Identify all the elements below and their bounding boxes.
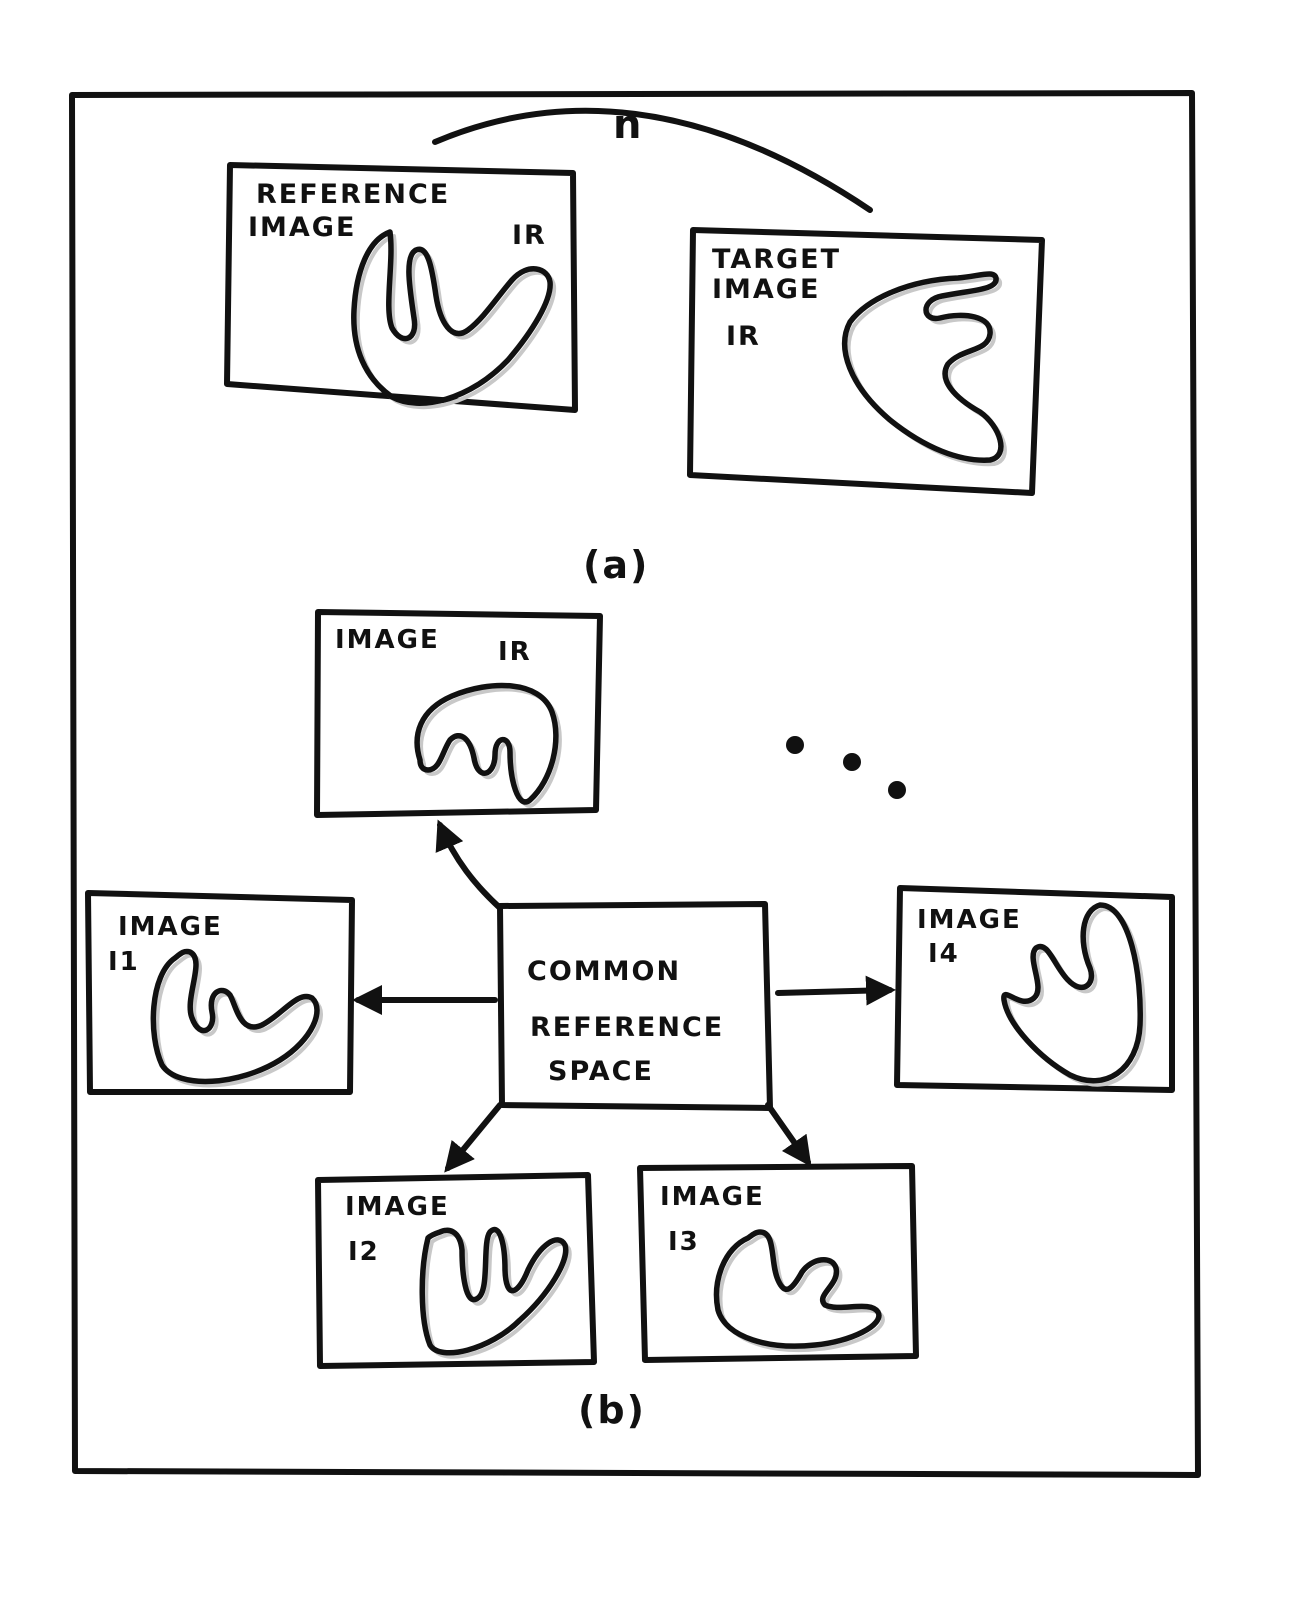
reference-box-subtitle: IMAGE	[248, 212, 356, 243]
panel-a: n REFERENCE IMAGE IR TARGET IMAGE IR (a)	[224, 102, 1045, 587]
image-i3-title: IMAGE	[660, 1182, 765, 1212]
caption-b: (b)	[578, 1388, 646, 1432]
arrow-to-image-i3	[765, 1102, 812, 1167]
image-i1-shape	[150, 948, 320, 1085]
arc-label: n	[613, 102, 643, 148]
image-i4-title: IMAGE	[917, 905, 1022, 935]
image-i3-box: IMAGE I3	[637, 1163, 919, 1363]
target-box-title: TARGET	[712, 244, 841, 275]
target-shape	[841, 271, 1004, 463]
common-reference-space-box: COMMON REFERENCE SPACE	[497, 901, 773, 1111]
image-ir-title: IMAGE	[335, 625, 440, 655]
image-i4-shape	[1001, 902, 1143, 1084]
image-i4-box: IMAGE I4	[894, 885, 1175, 1093]
image-i2-subtitle: I2	[348, 1237, 380, 1267]
image-i3-subtitle: I3	[668, 1227, 700, 1257]
image-i1-title: IMAGE	[118, 912, 223, 942]
reference-image-box: REFERENCE IMAGE IR	[224, 162, 578, 413]
image-ir-shape	[414, 682, 559, 805]
image-ir-box: IMAGE IR	[314, 609, 603, 818]
image-i2-title: IMAGE	[345, 1192, 450, 1222]
arrow-to-image-i2	[444, 1102, 503, 1173]
image-i2-shape	[419, 1226, 569, 1356]
image-i1-subtitle: I1	[108, 947, 140, 977]
ellipsis-dots	[786, 736, 906, 799]
arrow-to-image-i4	[775, 975, 896, 1006]
image-i2-box: IMAGE I2	[315, 1172, 597, 1369]
image-i4-subtitle: I4	[928, 939, 960, 969]
target-image-box: TARGET IMAGE IR	[687, 227, 1045, 496]
center-line1: COMMON	[527, 956, 681, 987]
reference-shape	[351, 229, 553, 406]
caption-a: (a)	[583, 543, 649, 587]
image-ir-id: IR	[498, 637, 532, 667]
outer-frame	[69, 90, 1201, 1478]
reference-box-title: REFERENCE	[256, 179, 450, 210]
registration-arc	[432, 107, 873, 213]
center-line2: REFERENCE	[530, 1012, 724, 1043]
arrow-to-image-ir	[435, 819, 503, 911]
reference-box-id: IR	[512, 220, 547, 251]
image-i1-box: IMAGE I1	[85, 890, 355, 1095]
panel-b: IMAGE IR IMAGE I1 COMMON REFERENCE SPACE	[85, 609, 1175, 1432]
image-i3-shape	[713, 1229, 882, 1349]
center-line3: SPACE	[548, 1056, 654, 1087]
target-box-subtitle: IMAGE	[712, 274, 820, 305]
target-box-id: IR	[726, 321, 761, 352]
